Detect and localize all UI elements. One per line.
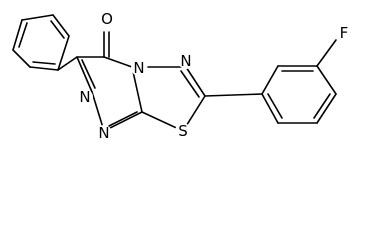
atom-label-oxygen: O — [101, 10, 113, 28]
bond — [52, 14, 70, 37]
bond — [76, 56, 93, 93]
molecule-canvas: O N N N N S F — [12, 10, 352, 142]
bond — [21, 14, 54, 21]
bond — [32, 61, 56, 65]
atom-sulfur: S — [175, 122, 191, 140]
bond — [12, 49, 31, 68]
bond — [18, 22, 28, 48]
atom-label-fluorine: F — [340, 24, 349, 42]
atom-n-top: N — [178, 52, 194, 70]
bond — [185, 66, 206, 97]
atom-label-sulfur: S — [178, 122, 188, 140]
bond — [261, 93, 279, 124]
triazinone-ring — [76, 31, 143, 132]
atom-n-bridge: N — [131, 59, 147, 77]
bond — [50, 20, 65, 39]
bond — [12, 19, 23, 51]
bond — [57, 35, 70, 71]
bond — [204, 93, 263, 97]
bond — [267, 93, 283, 119]
bond — [81, 59, 96, 89]
atom-label-n-left-b: N — [98, 124, 109, 142]
bond — [316, 39, 337, 67]
bond — [108, 111, 138, 127]
atom-n-left-a: N — [77, 88, 93, 106]
bond — [29, 66, 59, 71]
bond — [316, 93, 337, 124]
bond — [103, 111, 143, 132]
bond — [57, 56, 78, 71]
bond — [91, 91, 105, 132]
bond — [313, 93, 331, 119]
bond — [316, 65, 337, 95]
atom-label-n-left-a: N — [79, 88, 90, 106]
atom-fluorine: F — [336, 24, 352, 42]
bond — [131, 66, 143, 113]
phenyl-ring — [12, 14, 78, 71]
thiadiazole-ring — [141, 66, 206, 132]
atom-n-left-b: N — [96, 124, 112, 142]
bond — [103, 56, 133, 68]
atom-label-n-top: N — [180, 52, 191, 70]
structure-diagram: O N N N N S F — [12, 10, 352, 142]
bond — [261, 65, 279, 95]
atom-label-n-bridge: N — [133, 59, 144, 77]
fluorophenyl-ring — [261, 39, 337, 124]
atom-oxygen: O — [99, 10, 115, 28]
bond — [180, 70, 200, 98]
